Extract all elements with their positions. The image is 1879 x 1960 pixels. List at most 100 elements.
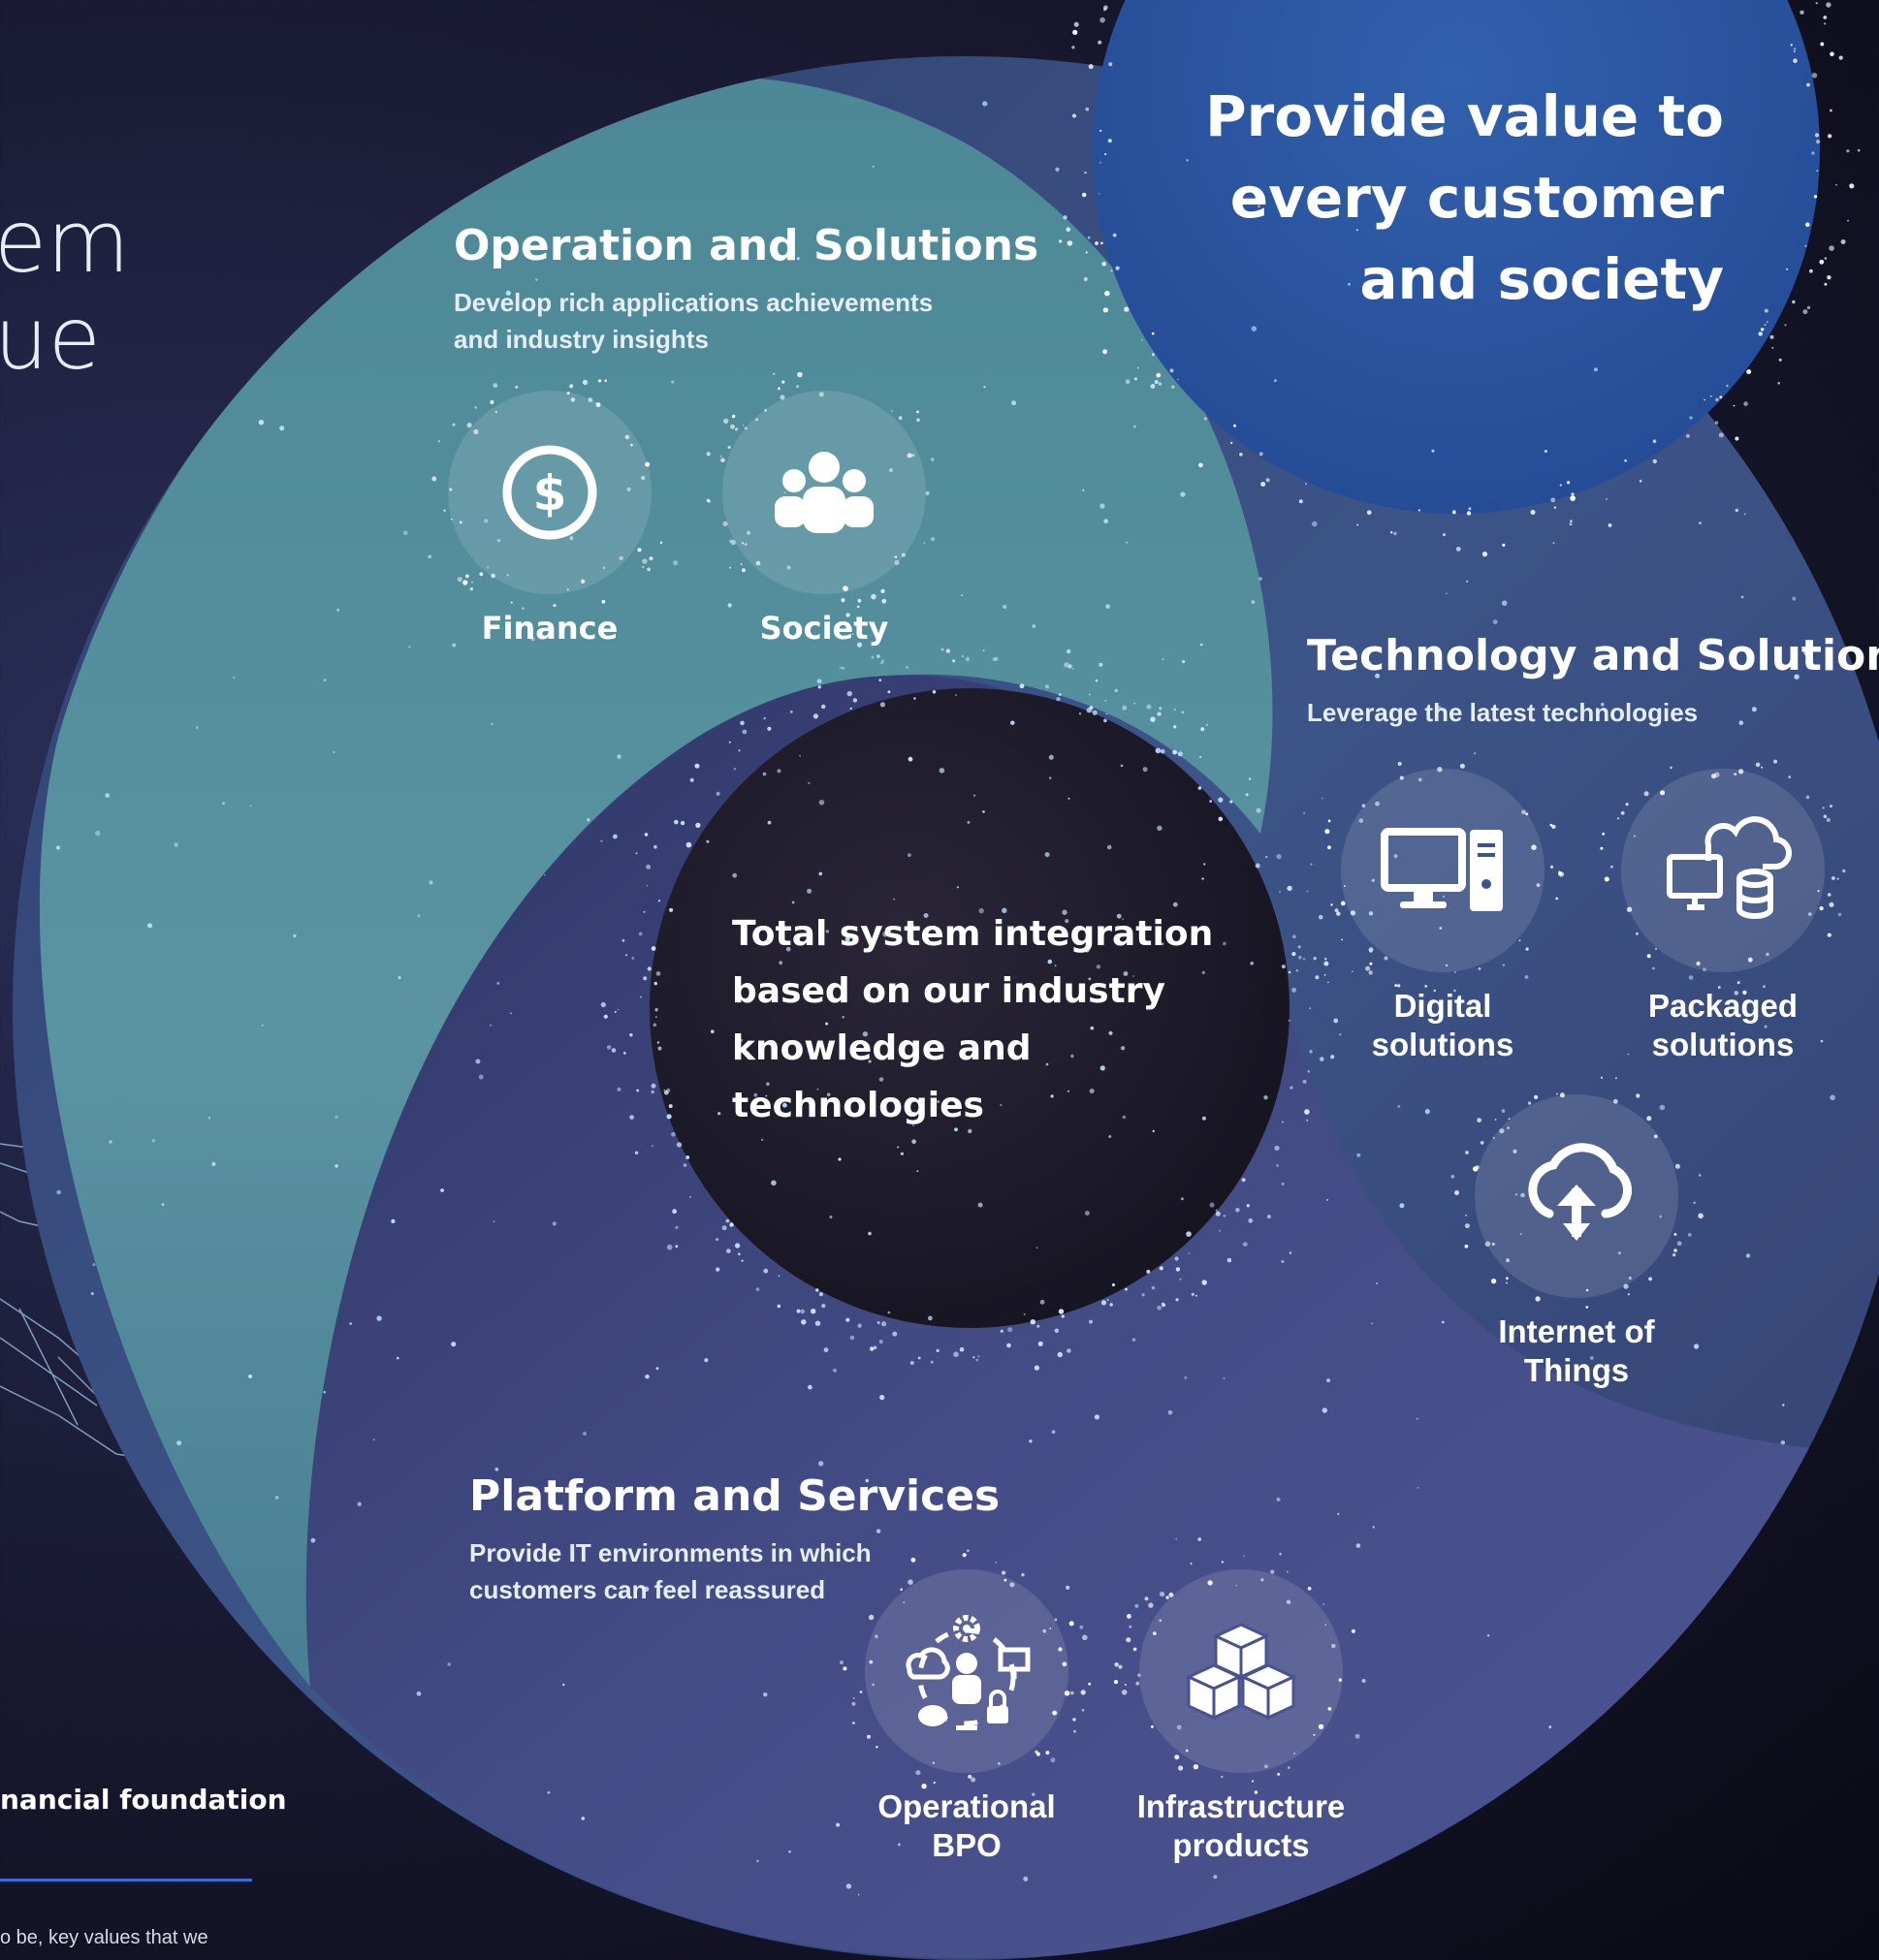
particle-dot (1165, 1596, 1169, 1599)
particle-dot (962, 1553, 967, 1558)
particle-dot (1133, 377, 1137, 381)
particle-dot (890, 410, 893, 413)
particle-dot (1570, 520, 1573, 522)
particle-dot (1352, 970, 1354, 973)
particle-dot (1120, 1046, 1126, 1051)
particle-dot (1814, 133, 1820, 138)
particle-dot (1717, 986, 1721, 989)
particle-dot (1154, 379, 1159, 385)
particle-dot (1733, 404, 1736, 407)
particle-dot (881, 598, 887, 604)
particle-dot (1714, 772, 1720, 777)
particle-dot (1205, 723, 1208, 726)
particle-dot (1477, 1118, 1481, 1122)
particle-dot (872, 165, 875, 168)
particle-dot (1453, 989, 1456, 993)
particle-dot (437, 440, 440, 443)
particle-dot (1371, 878, 1376, 882)
particle-dot (1613, 1098, 1618, 1104)
particle-dot (1100, 241, 1103, 245)
particle-dot (622, 1551, 628, 1556)
particle-dot (777, 1304, 781, 1309)
particle-dot (857, 1323, 862, 1328)
particle-dot (613, 834, 618, 839)
particle-dot (323, 679, 327, 681)
particle-dot (1089, 1319, 1093, 1324)
particle-dot (878, 679, 882, 682)
particle-dot (1376, 1282, 1379, 1284)
particle-dot (762, 772, 767, 776)
particle-dot (865, 1478, 870, 1483)
particle-dot (1203, 863, 1206, 866)
particle-dot (233, 676, 236, 680)
particle-dot (602, 566, 606, 569)
particle-dot (1327, 1707, 1332, 1711)
particle-dot (604, 379, 608, 383)
particle-dot (838, 1157, 842, 1161)
particle-dot (882, 932, 888, 937)
particle-dot (1313, 1733, 1316, 1736)
particle-dot (1039, 1299, 1045, 1305)
particle-dot (1073, 21, 1079, 27)
particle-dot (917, 1356, 921, 1360)
particle-dot (933, 1781, 936, 1785)
particle-dot (694, 763, 700, 769)
infrastructure-label-line-1: Infrastructure (1136, 1788, 1346, 1824)
infrastructure-products-label: Infrastructure products (1105, 1787, 1377, 1865)
particle-dot (1102, 307, 1108, 313)
particle-dot (1120, 764, 1124, 768)
particle-dot (952, 659, 956, 663)
particle-dot (973, 794, 975, 797)
particle-dot (258, 420, 265, 426)
particle-dot (1633, 835, 1636, 838)
particle-dot (755, 418, 759, 422)
particle-dot (1260, 482, 1266, 487)
particle-dot (1210, 127, 1212, 129)
particle-dot (1478, 967, 1481, 970)
particle-dot (773, 986, 776, 989)
particle-dot (857, 1893, 860, 1896)
particle-dot (1369, 962, 1373, 965)
particle-dot (1070, 1691, 1074, 1695)
particle-dot (1288, 1019, 1290, 1022)
particle-dot (903, 1601, 905, 1603)
center-line-1: Total system integration (732, 914, 1214, 954)
particle-dot (1292, 934, 1296, 939)
operation-region (39, 77, 1273, 1687)
particle-dot (910, 1557, 916, 1563)
particle-dot (1442, 533, 1446, 537)
particle-dot (1764, 308, 1768, 313)
particle-dot (756, 1859, 759, 1863)
particle-dot (1514, 1193, 1518, 1196)
particle-dot (1431, 449, 1435, 453)
particle-dot (1282, 1121, 1284, 1123)
particle-dot (909, 1361, 914, 1365)
particle-dot (1648, 1277, 1652, 1281)
particle-dot (1815, 2, 1818, 5)
infrastructure-label-line-2: products (1172, 1827, 1310, 1863)
particle-dot (939, 768, 945, 774)
particle-dot (1694, 1344, 1700, 1349)
particle-dot (334, 1164, 338, 1168)
particle-dot (522, 607, 525, 610)
particle-dot (1816, 170, 1819, 173)
particle-dot (1822, 806, 1825, 809)
particle-dot (954, 1127, 958, 1132)
particle-dot (1829, 245, 1834, 251)
particle-dot (913, 697, 916, 700)
particle-dot (1847, 219, 1849, 222)
particle-dot (1159, 1619, 1162, 1623)
particle-dot (1110, 269, 1113, 272)
particle-dot (1286, 1570, 1289, 1573)
particle-dot (825, 1022, 829, 1026)
particle-dot (1569, 522, 1573, 526)
particle-dot (487, 566, 490, 568)
particle-dot (773, 372, 776, 375)
particle-dot (1172, 901, 1178, 907)
particle-dot (1019, 683, 1025, 689)
particle-dot (686, 309, 691, 313)
particle-dot (506, 574, 509, 577)
particle-dot (876, 1321, 880, 1324)
particle-dot (826, 1092, 831, 1096)
digital-label-line-1: Digital (1393, 988, 1492, 1024)
